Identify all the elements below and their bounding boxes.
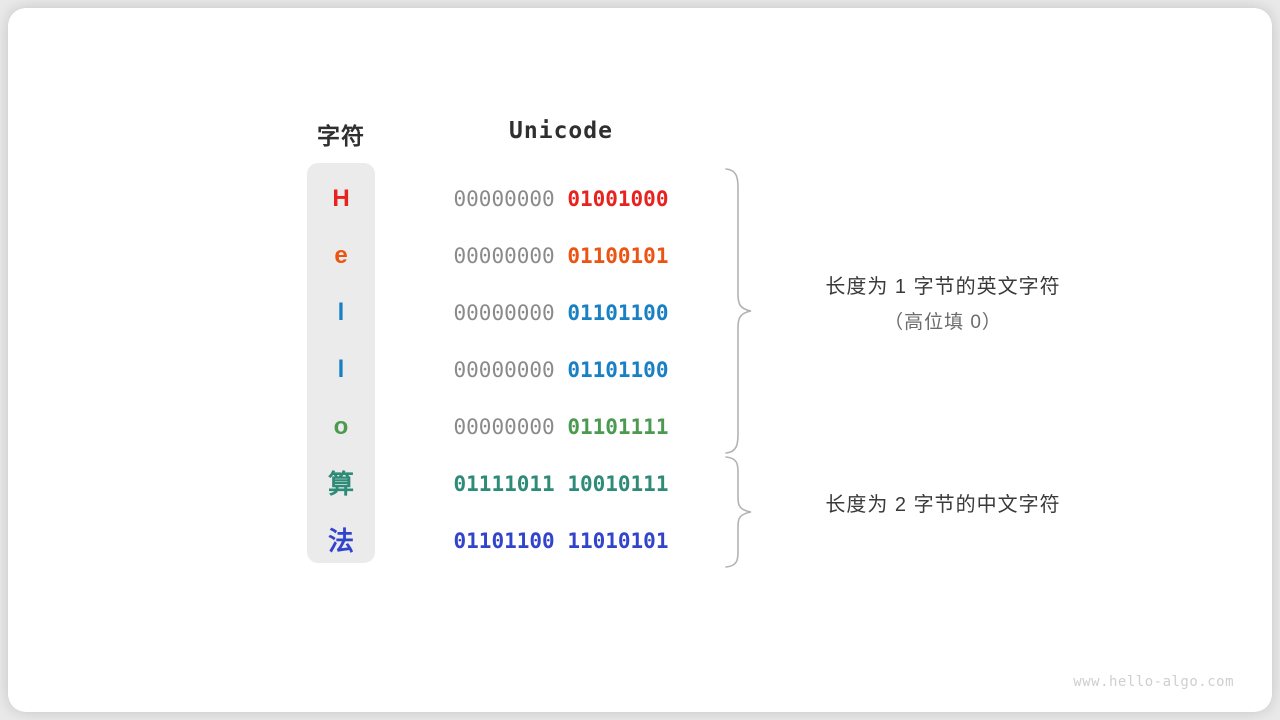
row-character: 算 [327,469,354,499]
row-high-byte: 00000000 [453,187,555,211]
row-character: H [332,185,350,212]
row-low-byte: 01101111 [567,415,669,439]
row-high-byte: 00000000 [453,244,555,268]
byte-separator [555,358,568,382]
row-low-byte: 01101100 [567,301,669,325]
row-low-byte: 11010101 [567,529,669,553]
row-character: e [334,242,348,269]
row-binary: 00000000 01100101 [425,228,697,284]
annotation-ascii-line2: （高位填 0） [884,312,1002,333]
column-header-character: 字符 [317,123,365,149]
row-character: o [333,413,349,440]
encoding-row: 法 01101100 11010101 [8,513,1272,569]
byte-separator [555,529,568,553]
annotation-ascii-group: 长度为 1 字节的英文字符 （高位填 0） [708,270,1178,334]
row-high-byte: 00000000 [453,358,555,382]
row-low-byte: 10010111 [567,472,669,496]
character-column-background [307,163,375,563]
row-high-byte: 01101100 [453,529,555,553]
row-character: l [337,299,345,326]
row-high-byte: 00000000 [453,301,555,325]
row-binary: 00000000 01101111 [425,399,697,455]
row-binary: 00000000 01101100 [425,342,697,398]
encoding-row: 算 01111011 10010111 [8,456,1272,512]
figure-card: 字符 Unicode H 00000000 01001000 e 00000000 0… [8,8,1272,712]
watermark: www.hello-algo.com [1073,674,1234,690]
row-binary: 00000000 01001000 [425,171,697,227]
annotation-cjk-line1: 长度为 2 字节的中文字符 [825,494,1061,516]
brace-cjk-group [725,456,752,568]
encoding-row: l 00000000 01101100 [8,342,1272,398]
column-header-unicode: Unicode [509,118,613,144]
row-character: 法 [327,526,354,556]
encoding-row: o 00000000 01101111 [8,399,1272,455]
byte-separator [555,187,568,211]
annotation-cjk-group: 长度为 2 字节的中文字符 [708,488,1178,517]
byte-separator [555,301,568,325]
row-low-byte: 01101100 [567,358,669,382]
encoding-row: e 00000000 01100101 [8,228,1272,284]
row-binary: 01101100 11010101 [425,513,697,569]
unicode-encoding-figure: 字符 Unicode H 00000000 01001000 e 00000000 0… [8,8,1272,712]
row-low-byte: 01001000 [567,187,669,211]
brace-ascii-group [725,168,752,454]
encoding-row: l 00000000 01101100 [8,285,1272,341]
row-character: l [337,356,345,383]
byte-separator [555,415,568,439]
row-high-byte: 00000000 [453,415,555,439]
row-low-byte: 01100101 [567,244,669,268]
annotation-ascii-line1: 长度为 1 字节的英文字符 [825,276,1061,298]
row-binary: 01111011 10010111 [425,456,697,512]
row-high-byte: 01111011 [453,472,555,496]
byte-separator [555,244,568,268]
encoding-row: H 00000000 01001000 [8,171,1272,227]
row-binary: 00000000 01101100 [425,285,697,341]
byte-separator [555,472,568,496]
